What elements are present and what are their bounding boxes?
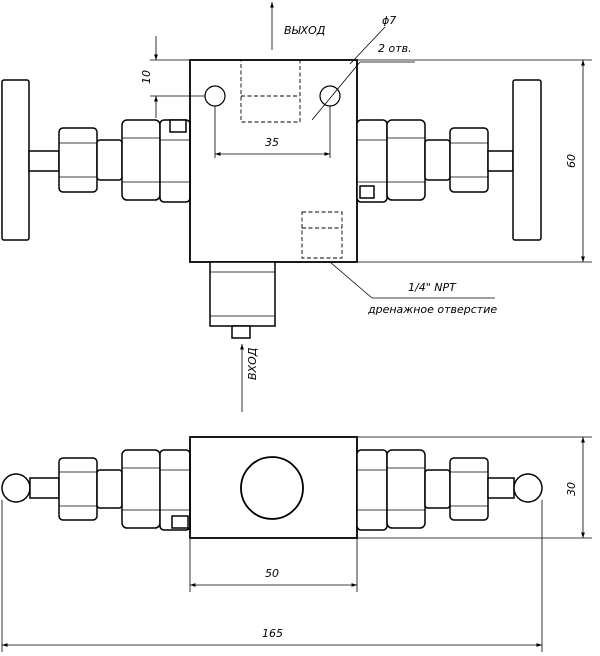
dim-10: 10 xyxy=(140,70,153,84)
dim-30: 30 xyxy=(565,482,578,496)
manifold-body-bottom xyxy=(189,436,358,539)
mount-hole-left xyxy=(204,85,226,107)
inlet-port xyxy=(240,456,304,520)
inlet-label: ВХОД xyxy=(246,347,259,380)
left-nut-outer xyxy=(58,127,98,193)
thread-label: 1/4" NPT xyxy=(408,281,457,294)
drain-label: дренажное отверстие xyxy=(367,303,497,316)
dim-60: 60 xyxy=(565,154,578,168)
dim-35: 35 xyxy=(265,136,279,149)
dim-165: 165 xyxy=(262,627,283,640)
left-collar xyxy=(96,139,123,181)
top-view xyxy=(1,59,542,339)
hidden-outlet-port xyxy=(240,59,301,123)
hole-count-label: 2 отв. xyxy=(378,42,412,55)
dim-50: 50 xyxy=(265,567,279,580)
mount-hole-right xyxy=(319,85,341,107)
manifold-body xyxy=(189,59,358,263)
left-ball-handle xyxy=(1,473,31,503)
right-collar xyxy=(424,139,451,181)
right-hex-nut xyxy=(386,119,426,201)
bottom-view xyxy=(1,436,543,539)
right-nut-outer xyxy=(449,127,489,193)
hidden-drain-port xyxy=(301,211,343,259)
left-hex-nut xyxy=(121,119,161,201)
right-stem xyxy=(487,150,514,172)
inlet-nipple xyxy=(231,325,251,339)
left-handwheel xyxy=(1,79,30,241)
left-stem xyxy=(28,150,60,172)
inlet-fitting xyxy=(209,261,276,327)
hole-diameter-label: ϕ7 xyxy=(382,14,396,27)
right-ball-handle xyxy=(513,473,543,503)
outlet-label: ВЫХОД xyxy=(284,24,326,37)
right-handwheel xyxy=(512,79,542,241)
